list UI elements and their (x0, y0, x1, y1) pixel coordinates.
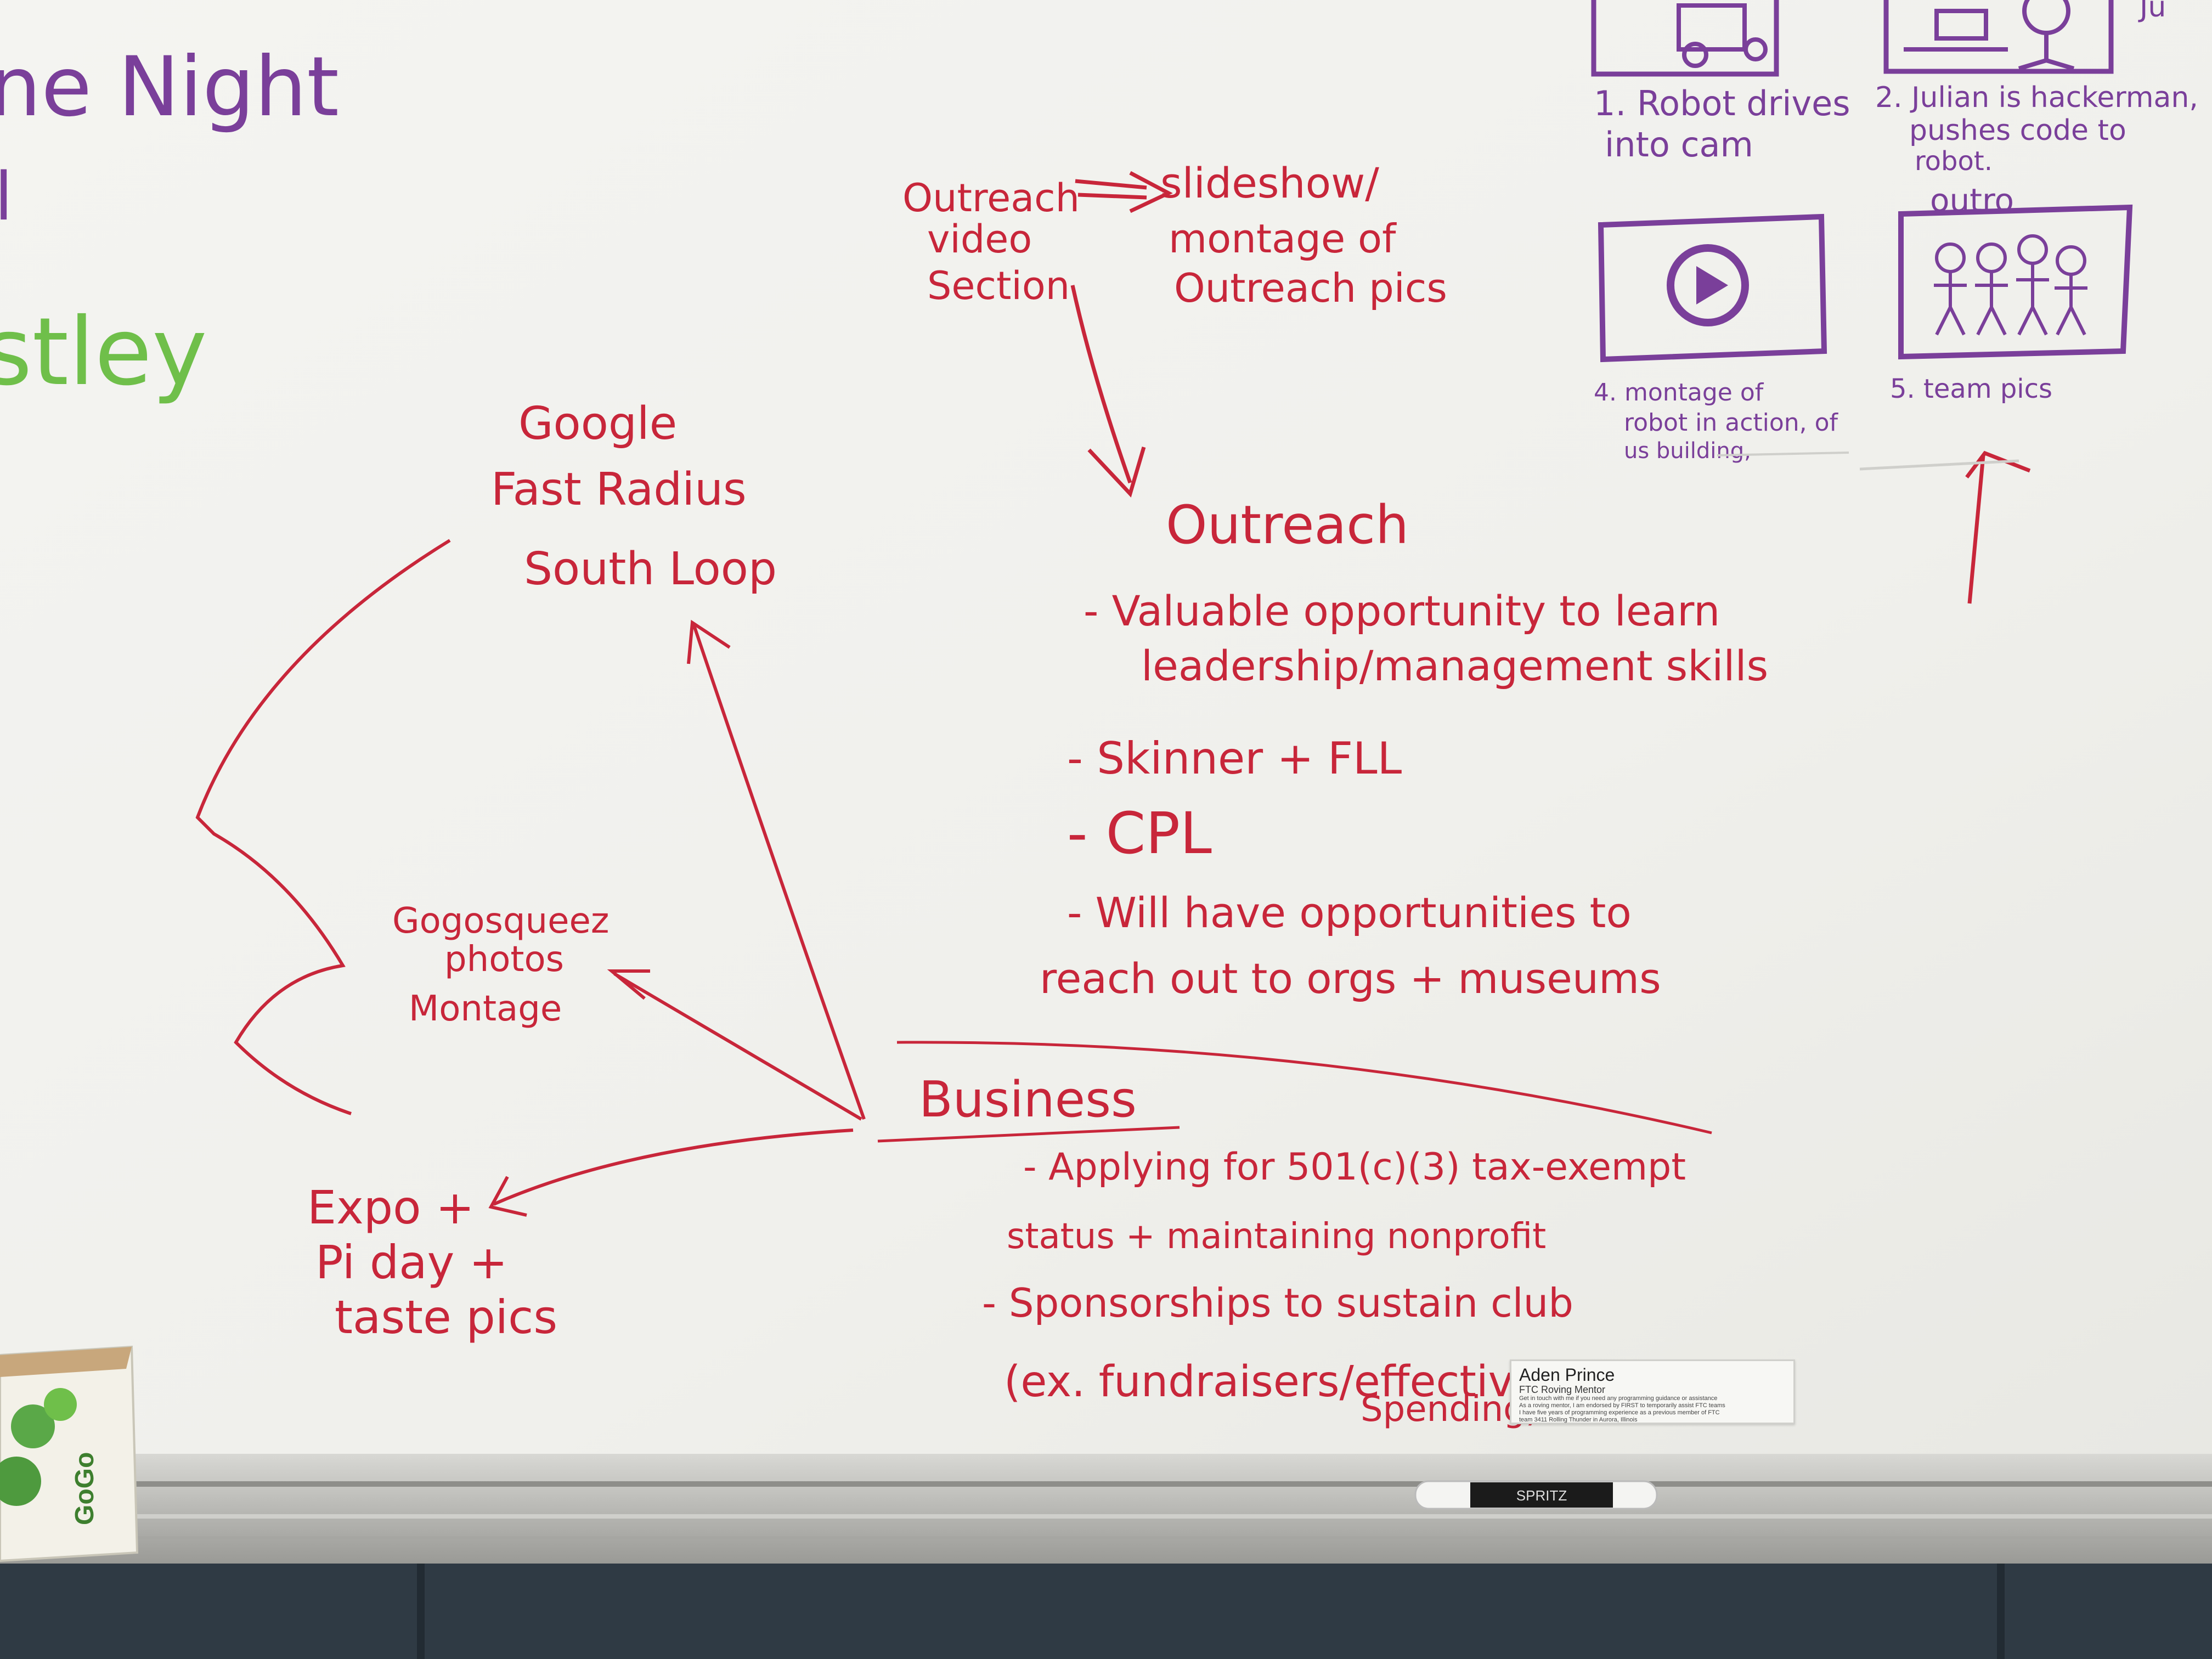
outreach-video-result-1: slideshow/ (1160, 159, 1379, 207)
note-role: FTC Roving Mentor (1519, 1384, 1606, 1395)
frame-1-caption-2: into cam (1605, 125, 1753, 165)
gogo-box: GoGo (0, 1345, 139, 1562)
frame-2-caption-3: robot. (1915, 146, 1993, 177)
frame-2-caption-1: 2. Julian is hackerman, (1875, 81, 2198, 114)
gogosqueez-line-2: photos (444, 939, 564, 980)
frame-2-caption-2: pushes code to (1909, 114, 2126, 147)
expo-line-2: Pi day + (315, 1235, 507, 1289)
expo-line-1: Expo + (307, 1181, 475, 1234)
frame-4-caption-2: robot in action, of (1624, 409, 1839, 437)
outreach-video-label-3: Section (927, 263, 1070, 308)
note-line-4: team 3411 Rolling Thunder in Aurora, Ill… (1519, 1417, 1638, 1423)
business-heading: Business (919, 1071, 1137, 1128)
business-bullet-2-cont: (ex. fundraisers/effective (1004, 1357, 1540, 1407)
business-bullet-2: - Sponsorships to sustain club (982, 1280, 1573, 1326)
business-underline (877, 1126, 1180, 1143)
expo-line-3: taste pics (335, 1290, 557, 1344)
play-icon (1667, 244, 1749, 326)
divider-line (896, 1041, 1712, 1135)
storyboard: 1. Robot drives into cam 2. Julian is ha… (1591, 0, 2198, 464)
outreach-bullet-3: - CPL (1067, 800, 1212, 867)
outreach-video-label-1: Outreach (902, 176, 1080, 221)
frame-1-caption-1: 1. Robot drives (1594, 83, 1850, 123)
left-partial-line2: l (0, 159, 13, 235)
hacker-icon (1904, 0, 2075, 71)
frame-4-caption-1: 4. montage of (1594, 379, 1764, 407)
arrow-to-expo-icon (488, 1128, 854, 1217)
arrow-to-google-icon (687, 619, 866, 1120)
wall-below (0, 1564, 2212, 1659)
arrow-right-icon (1075, 171, 1173, 213)
frame-2 (1883, 0, 2114, 74)
left-partial-title: ne Night (0, 40, 339, 135)
google-line-1: Google (518, 398, 677, 450)
box-label: GoGo (70, 1452, 99, 1525)
frame-4 (1598, 213, 1827, 363)
note-name: Aden Prince (1519, 1365, 1615, 1385)
frame-top-right-fragment: Ju (2138, 0, 2166, 24)
note-line-2: As a roving mentor, I am endorsed by FIR… (1519, 1402, 1725, 1409)
team-figures-icon (1934, 234, 2087, 336)
robot-icon (1677, 3, 1768, 68)
frame-1 (1591, 0, 1779, 77)
frame-5-caption: 5. team pics (1890, 374, 2052, 404)
gogosqueez-line-1: Gogosqueez (392, 901, 609, 941)
frame-5 (1898, 204, 2133, 360)
marker[interactable]: SPRITZ (1414, 1480, 1658, 1510)
google-line-2: Fast Radius (491, 464, 747, 516)
business-bullet-2-end: Spending) (1361, 1389, 1539, 1430)
note-line-1: Get in touch with me if you need any pro… (1519, 1395, 1718, 1402)
outreach-video-result-2: montage of (1169, 216, 1397, 262)
frame-4-caption-3: us building, (1624, 438, 1751, 464)
bracket-line (195, 539, 451, 1115)
outreach-bullet-2: - Skinner + FLL (1067, 733, 1402, 784)
gogosqueez-line-3: Montage (409, 989, 562, 1029)
arrow-to-gogosqueez-icon (607, 969, 862, 1121)
business-bullet-1-cont: status + maintaining nonprofit (1007, 1216, 1546, 1257)
outreach-heading: Outreach (1166, 494, 1409, 556)
mentor-note-card: Aden Prince FTC Roving Mentor Get in tou… (1510, 1359, 1795, 1424)
marker-label: SPRITZ (1516, 1487, 1567, 1504)
marker-tray (0, 1454, 2212, 1564)
outreach-bullet-1: - Valuable opportunity to learn (1084, 586, 1720, 635)
note-line-3: I have five years of programming experie… (1519, 1409, 1720, 1416)
arrow-down-icon (1070, 285, 1146, 498)
left-partial-name: stley (0, 298, 207, 407)
arrow-up-icon (1965, 450, 2031, 604)
outreach-video-result-3: Outreach pics (1174, 265, 1447, 311)
google-line-3: South Loop (524, 543, 777, 595)
outreach-bullet-4-cont: reach out to orgs + museums (1040, 954, 1661, 1003)
board-surface (0, 0, 2212, 1459)
outreach-video-label-2: video (927, 217, 1032, 262)
business-bullet-1: - Applying for 501(c)(3) tax-exempt (1023, 1146, 1686, 1189)
outreach-bullet-1-cont: leadership/management skills (1141, 641, 1768, 690)
outreach-bullet-4: - Will have opportunities to (1067, 888, 1632, 937)
